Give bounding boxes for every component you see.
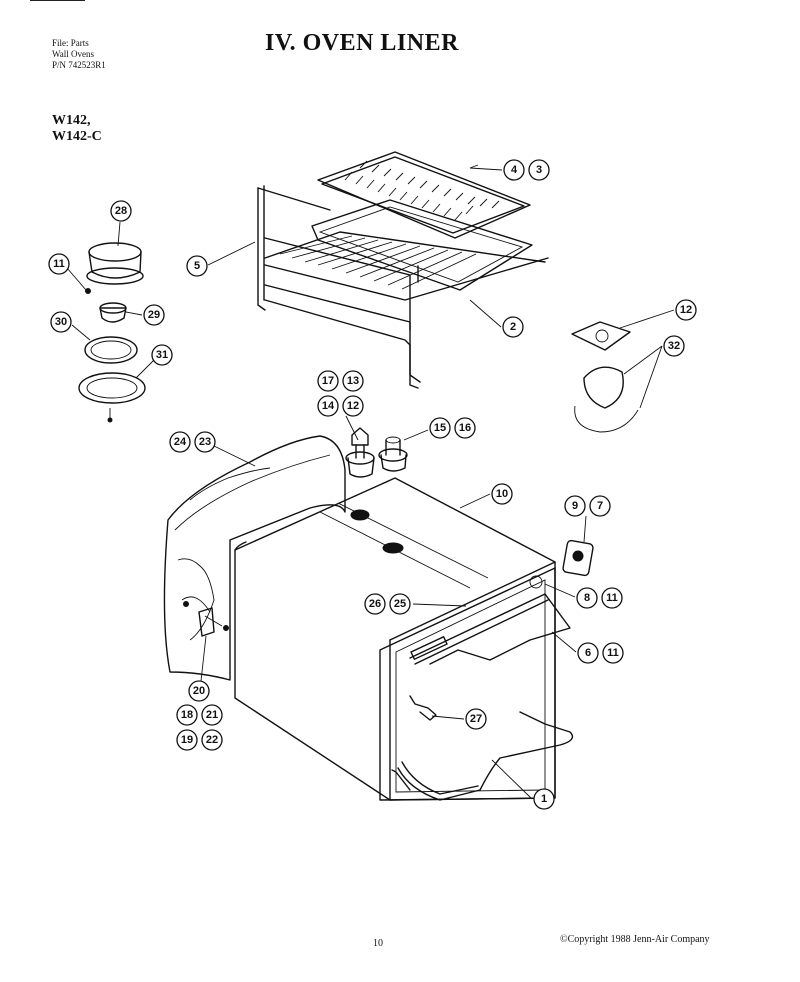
svg-text:8: 8 — [584, 592, 590, 604]
svg-text:11: 11 — [607, 647, 619, 659]
bake-element-art — [391, 711, 574, 801]
file-info-line: File: Parts — [52, 38, 89, 48]
svg-text:1: 1 — [541, 793, 547, 805]
svg-text:9: 9 — [572, 500, 578, 512]
fittings-art — [345, 427, 408, 478]
callout-2: 2 — [502, 316, 524, 338]
svg-text:22: 22 — [206, 734, 218, 746]
svg-text:5: 5 — [194, 260, 200, 272]
callout-11: 11 — [602, 642, 624, 664]
callout-27: 27 — [465, 708, 487, 730]
callout-6: 6 — [577, 642, 599, 664]
callout-25: 25 — [389, 593, 411, 615]
page-title: IV. OVEN LINER — [265, 30, 459, 56]
small-parts-art — [198, 539, 594, 721]
svg-text:29: 29 — [148, 309, 160, 321]
file-info-line: Wall Ovens — [52, 49, 95, 59]
model-number: W142-C — [52, 129, 102, 144]
oven-liner-art — [234, 477, 556, 801]
svg-text:14: 14 — [322, 400, 335, 412]
broiler-pan-art — [311, 151, 533, 291]
file-info: File: Parts Wall Ovens P/N 742523R1 — [52, 38, 106, 71]
header-rule — [30, 0, 85, 1]
light-assembly-art — [78, 242, 146, 423]
callout-9: 9 — [564, 495, 586, 517]
svg-text:6: 6 — [585, 647, 591, 659]
lamp-assembly-right-art — [571, 321, 639, 433]
callout-26: 26 — [364, 593, 386, 615]
callout-13: 13 — [342, 370, 364, 392]
callout-1: 1 — [533, 788, 555, 810]
file-info-line: P/N 742523R1 — [52, 60, 106, 70]
callout-17: 17 — [317, 370, 339, 392]
svg-text:28: 28 — [115, 205, 127, 217]
svg-text:13: 13 — [347, 375, 359, 387]
svg-text:2: 2 — [510, 321, 516, 333]
model-number: W142, — [52, 113, 91, 128]
callout-14: 14 — [317, 395, 339, 417]
svg-text:25: 25 — [394, 598, 406, 610]
callout-22: 22 — [201, 729, 223, 751]
svg-text:17: 17 — [322, 375, 334, 387]
callout-24: 24 — [169, 431, 191, 453]
callout-23: 23 — [194, 431, 216, 453]
insulation-art — [163, 435, 346, 681]
svg-text:16: 16 — [459, 422, 471, 434]
callout-11: 11 — [48, 253, 70, 275]
svg-text:4: 4 — [511, 164, 518, 176]
callout-20: 20 — [188, 680, 210, 702]
svg-text:3: 3 — [536, 164, 542, 176]
callout-19: 19 — [176, 729, 198, 751]
svg-text:27: 27 — [470, 713, 482, 725]
copyright-notice: ©Copyright 1988 Jenn-Air Company — [560, 934, 710, 945]
svg-text:24: 24 — [174, 436, 187, 448]
svg-text:26: 26 — [369, 598, 381, 610]
svg-text:11: 11 — [53, 258, 65, 270]
svg-text:18: 18 — [181, 709, 193, 721]
model-numbers: W142, W142-C — [52, 113, 102, 145]
svg-text:15: 15 — [434, 422, 446, 434]
callout-18: 18 — [176, 704, 198, 726]
callout-12: 12 — [675, 299, 697, 321]
callout-16: 16 — [454, 417, 476, 439]
svg-text:21: 21 — [206, 709, 218, 721]
callout-5: 5 — [186, 255, 208, 277]
callout-10: 10 — [491, 483, 513, 505]
svg-text:20: 20 — [193, 685, 205, 697]
callout-29: 29 — [143, 304, 165, 326]
callout-11: 11 — [601, 587, 623, 609]
svg-text:10: 10 — [496, 488, 508, 500]
callout-15: 15 — [429, 417, 451, 439]
callout-32: 32 — [663, 335, 685, 357]
callout-28: 28 — [110, 200, 132, 222]
svg-text:7: 7 — [597, 500, 603, 512]
svg-text:23: 23 — [199, 436, 211, 448]
callout-31: 31 — [151, 344, 173, 366]
callout-4: 4 — [503, 159, 525, 181]
svg-text:31: 31 — [156, 349, 168, 361]
page-number: 10 — [373, 938, 383, 949]
svg-text:19: 19 — [181, 734, 193, 746]
callout-7: 7 — [589, 495, 611, 517]
svg-text:12: 12 — [347, 400, 359, 412]
broil-element-art — [409, 593, 571, 665]
callout-30: 30 — [50, 311, 72, 333]
svg-text:11: 11 — [606, 592, 618, 604]
callout-21: 21 — [201, 704, 223, 726]
svg-text:32: 32 — [668, 340, 680, 352]
svg-text:30: 30 — [55, 316, 67, 328]
callout-8: 8 — [576, 587, 598, 609]
callout-12: 12 — [342, 395, 364, 417]
callout-3: 3 — [528, 159, 550, 181]
svg-text:12: 12 — [680, 304, 692, 316]
oven-rack-art — [257, 185, 549, 389]
leader-lines — [66, 164, 675, 800]
